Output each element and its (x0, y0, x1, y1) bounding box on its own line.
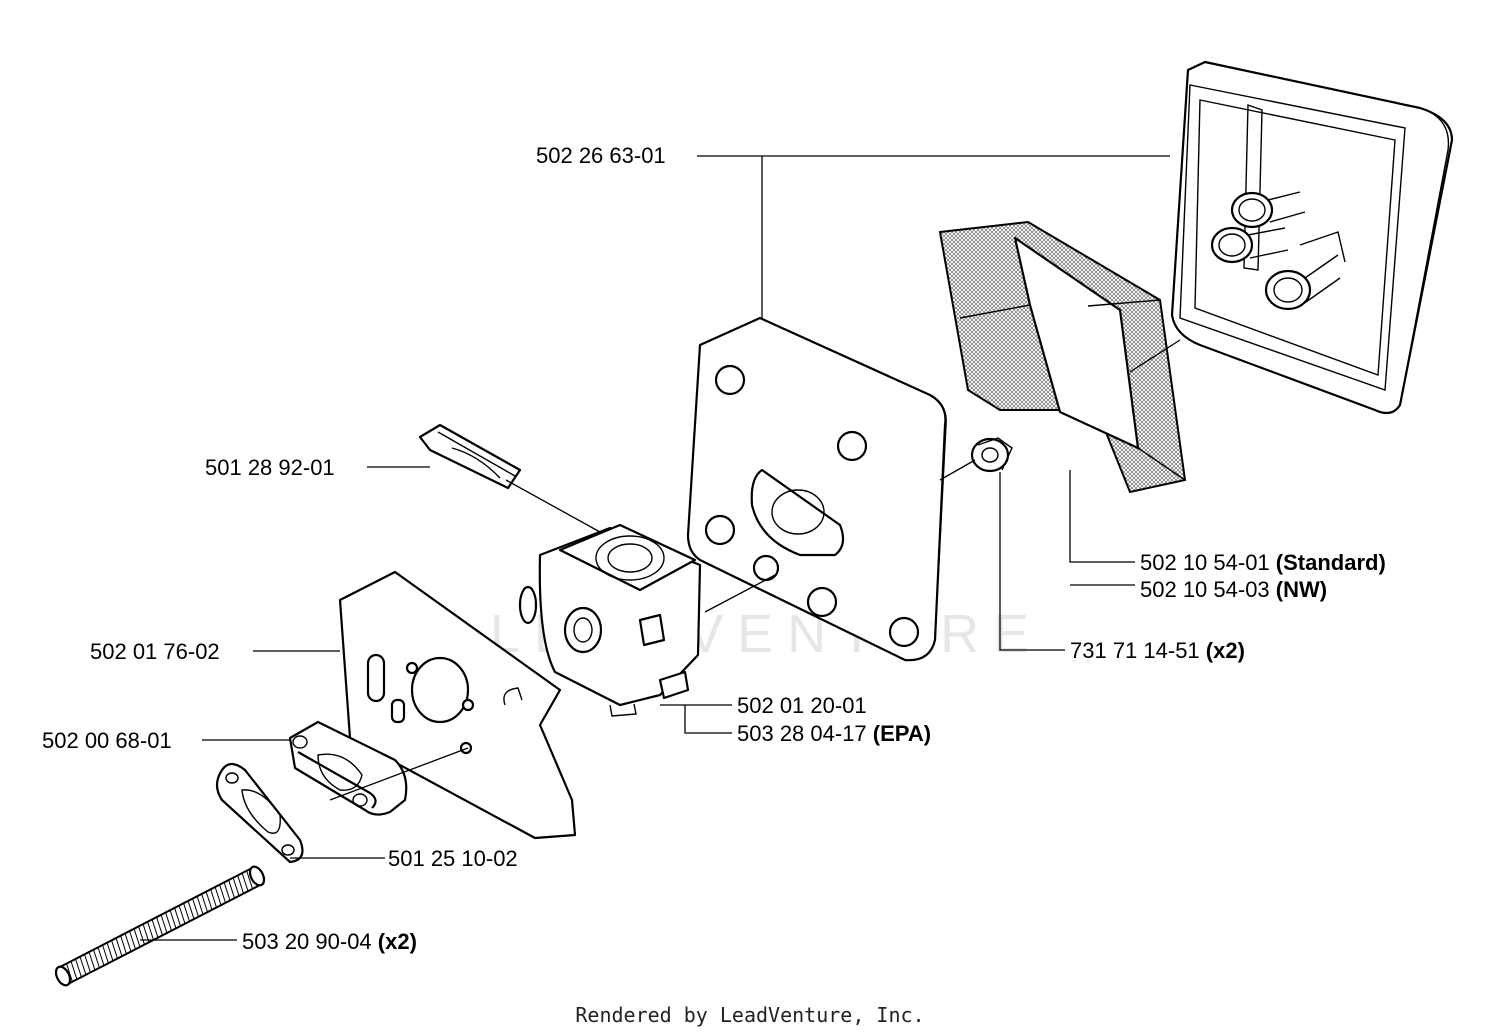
stud-bolt-drawing (54, 865, 266, 987)
air-filter-cover-drawing (1170, 60, 1454, 415)
washer-drawing (970, 437, 1013, 473)
label-carb-plate: 502 01 76-02 (90, 639, 220, 664)
label-stud-bolt: 503 20 90-04 (x2) (242, 929, 417, 954)
label-carburetor: 502 01 20-01 (737, 693, 867, 718)
footer-credit: Rendered by LeadVenture, Inc. (575, 1003, 924, 1027)
base-plate-drawing (686, 316, 947, 662)
label-washer: 731 71 14-51 (x2) (1070, 638, 1245, 663)
label-pipe-adapter: 501 28 92-01 (205, 455, 335, 480)
label-carburetor-epa: 503 28 04-17 (EPA) (737, 721, 931, 746)
label-air-filter-cover: 502 26 63-01 (536, 143, 666, 168)
gasket-drawing (215, 762, 304, 864)
label-air-filter: 502 10 54-01 (Standard) (1140, 550, 1386, 575)
label-intake-adapter: 502 00 68-01 (42, 728, 172, 753)
label-gasket: 501 25 10-02 (388, 846, 518, 871)
carburetor-drawing (518, 523, 702, 717)
carb-plate-drawing (338, 570, 577, 840)
label-air-filter-nw: 502 10 54-03 (NW) (1140, 577, 1327, 602)
intake-adapter-drawing (288, 720, 408, 816)
air-filter-drawing (938, 220, 1187, 494)
leader-lines (140, 155, 1181, 941)
pipe-adapter-drawing (418, 423, 522, 490)
